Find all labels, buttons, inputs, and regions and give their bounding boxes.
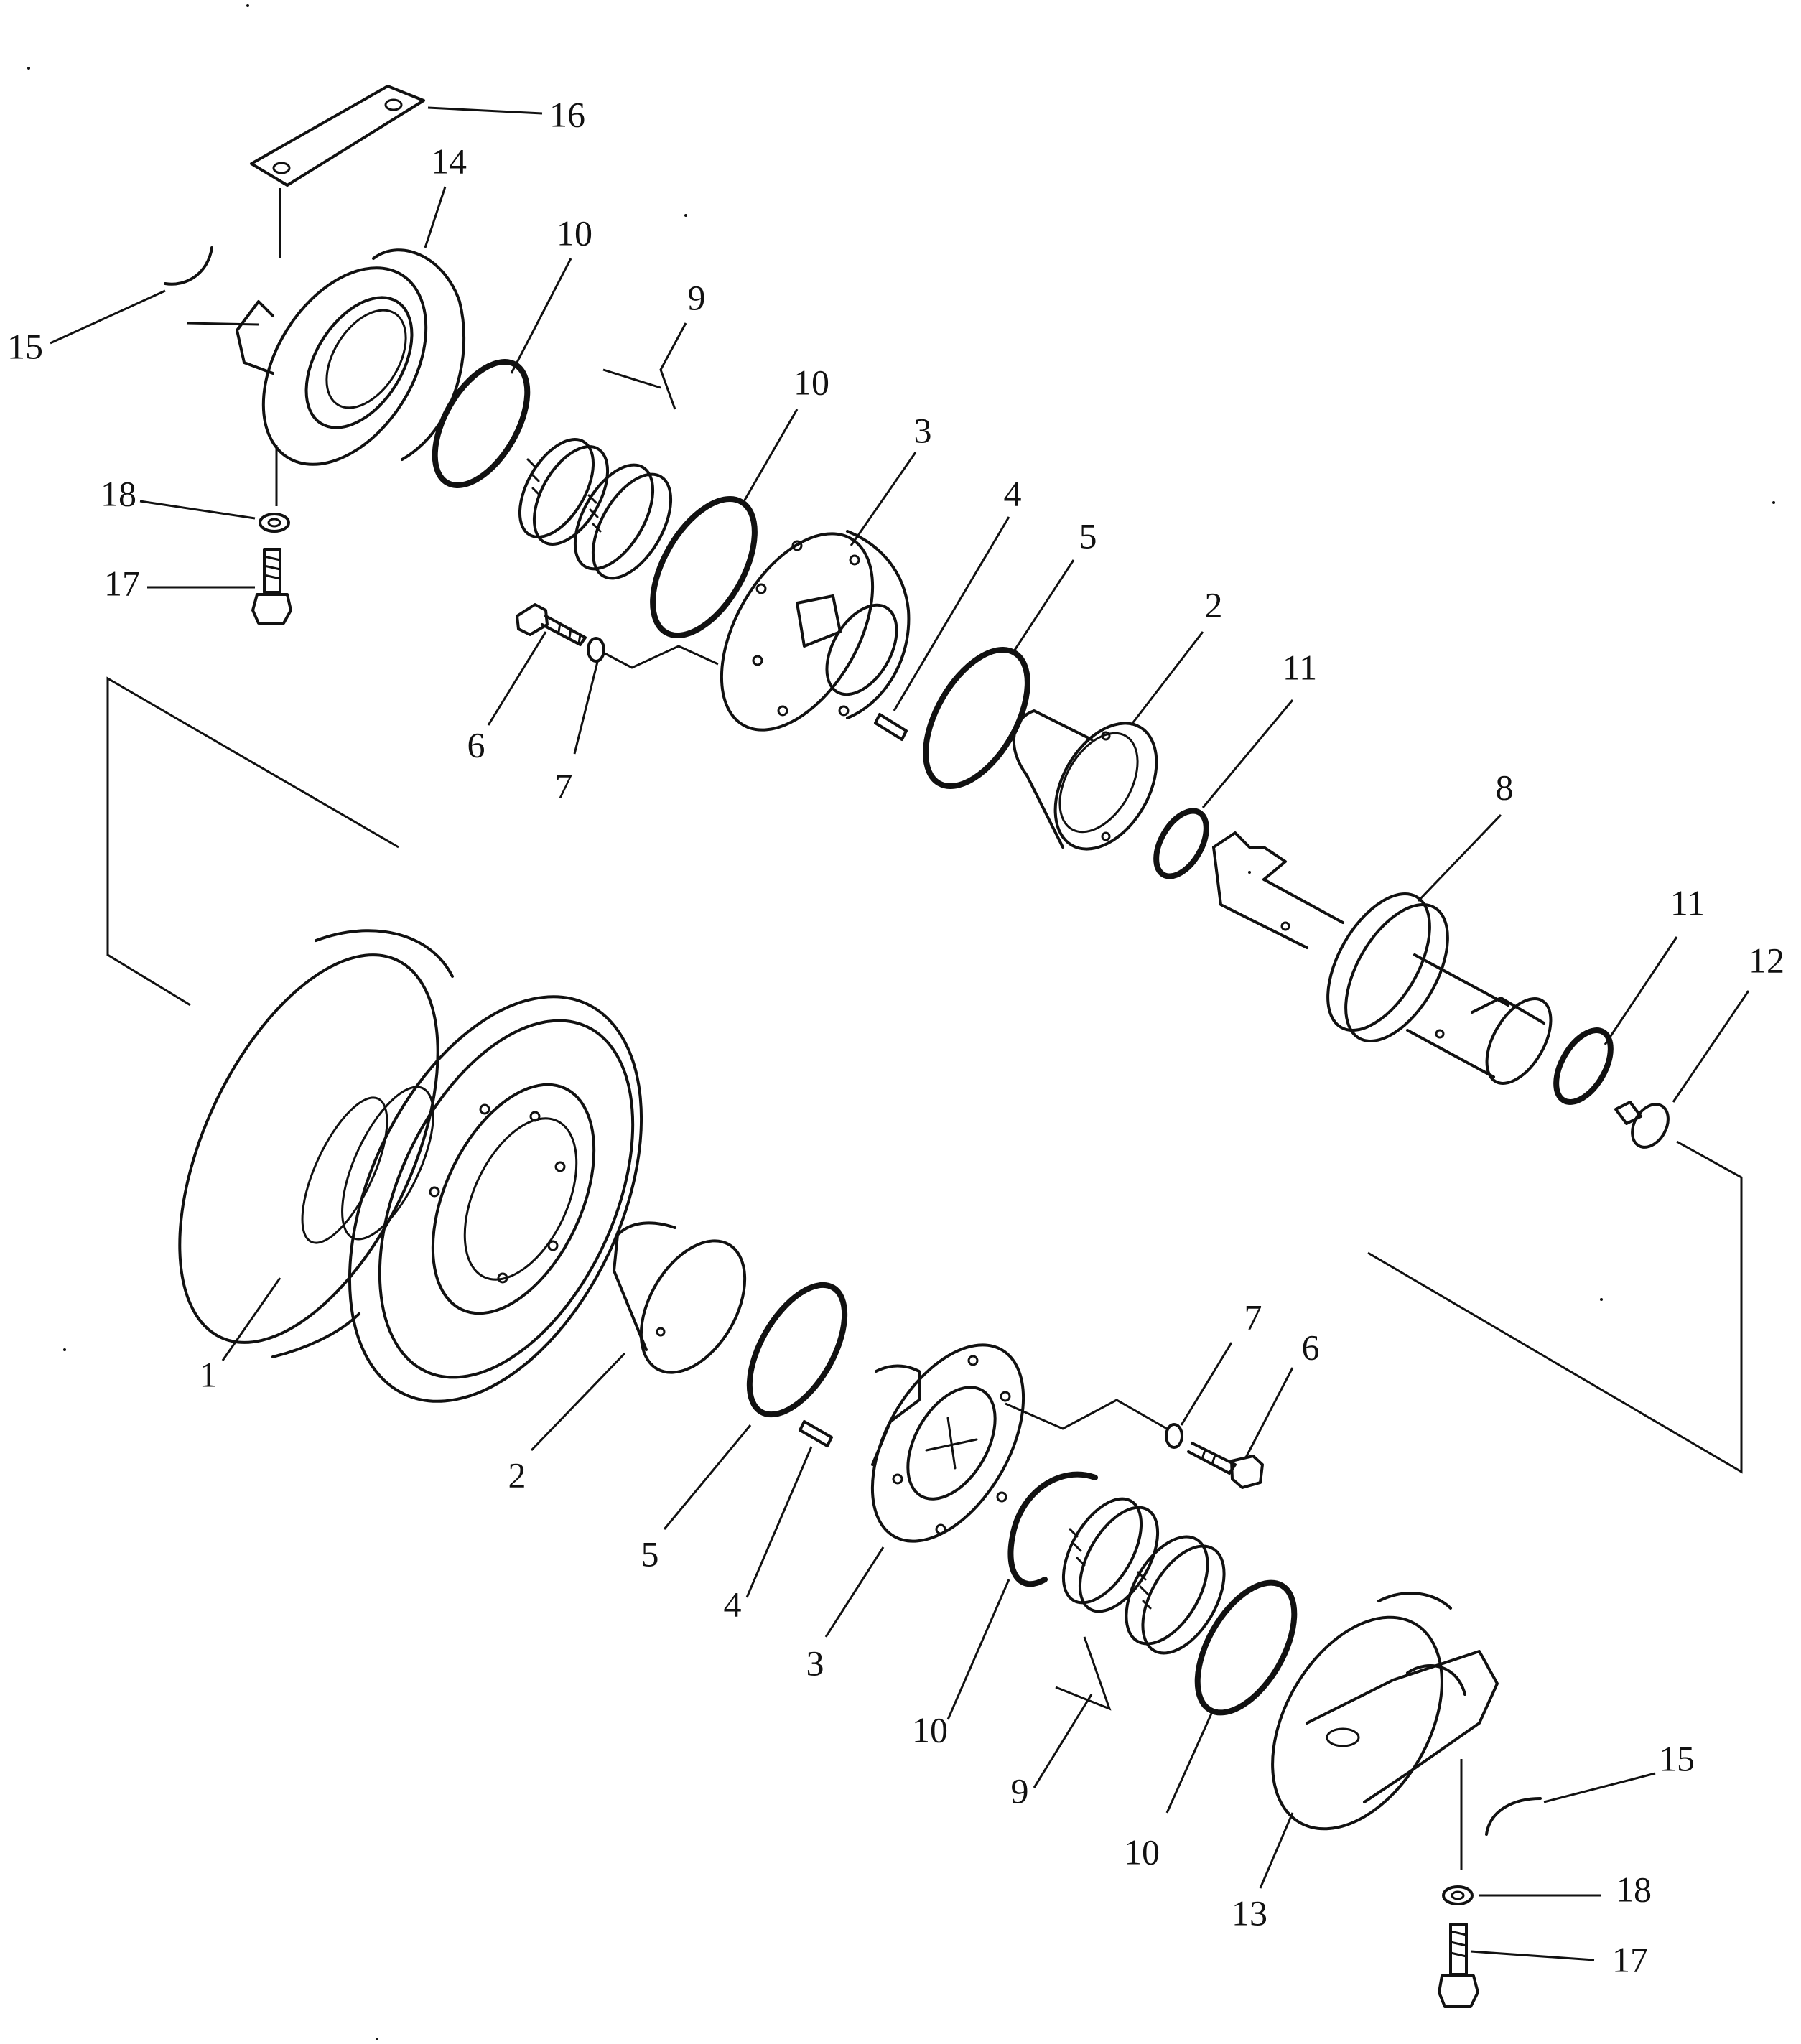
scan-specks [27,4,1775,2040]
callout-6-upper: 6 [467,724,485,765]
callout-9-lower: 9 [1011,1770,1029,1811]
callout-2-lower: 2 [508,1455,526,1495]
callout-10-b: 10 [794,362,829,402]
callout-12: 12 [1749,940,1784,980]
part-10-oring-a [432,359,531,488]
callout-16: 16 [549,94,585,134]
callout-14: 14 [431,141,467,181]
part-10-oring-b [650,496,758,638]
part-14-collar [236,248,465,506]
connector-line-left [106,676,399,1007]
part-1-roller [178,929,643,1403]
callout-10-d: 10 [1124,1831,1160,1872]
callout-15-upper: 15 [7,326,43,366]
callout-5-upper: 5 [1079,515,1097,556]
callout-6-lower: 6 [1302,1327,1320,1367]
part-4-pin-upper [874,713,908,741]
callout-11-upper: 11 [1283,647,1317,687]
part-10-oring-d [1194,1579,1298,1716]
part-6-bolt-upper [516,603,587,646]
part-2-bushing-upper [1012,709,1158,851]
callout-2-upper: 2 [1205,584,1223,625]
callout-7-lower: 7 [1244,1297,1262,1337]
callout-1: 1 [200,1354,218,1394]
callout-9-upper: 9 [688,277,706,317]
callout-10-c: 10 [912,1709,948,1750]
callout-17-upper: 17 [104,563,140,603]
callout-5-lower: 5 [641,1534,659,1574]
connector-line-right [1367,1140,1743,1474]
callout-8: 8 [1496,767,1514,807]
callout-4-lower: 4 [724,1584,742,1624]
part-17-bolt-upper [251,548,292,625]
callout-18-upper: 18 [101,473,136,513]
part-3-housing-lower [870,1343,1025,1543]
callout-11-lower: 11 [1670,882,1705,923]
callout-15-lower: 15 [1659,1738,1695,1778]
callout-7-upper: 7 [555,765,573,806]
callout-10-a: 10 [557,213,592,253]
part-15-clip-upper [164,246,213,286]
part-17-bolt-lower [1438,1923,1479,2008]
part-9-seal-pair-upper [518,438,673,580]
part-18-washer-lower [1442,1885,1474,1905]
part-5-oring-lower [746,1282,848,1418]
part-9-seal-pair-lower [1061,1497,1226,1655]
part-2-bushing-lower [613,1221,747,1374]
part-6-bolt-lower [1187,1442,1264,1489]
part-12-plug [1614,1101,1670,1149]
part-5-oring-upper [923,647,1030,789]
part-13-bracket [1271,1592,1499,1870]
part-15-clip-lower [1485,1797,1542,1836]
callout-13: 13 [1232,1893,1267,1933]
part-7-washer-lower [1165,1423,1183,1449]
leader-lines [50,106,1750,1961]
callout-3-upper: 3 [914,410,932,450]
part-10-oring-c [1007,1471,1098,1587]
callout-4-upper: 4 [1004,473,1022,513]
part-7-washer-upper [587,637,605,663]
callout-3-lower: 3 [806,1643,824,1683]
part-11-oring-small-upper [1153,808,1209,879]
callout-18-lower: 18 [1616,1869,1652,1909]
callout-17-lower: 17 [1612,1939,1648,1979]
part-18-washer-upper [259,513,290,533]
part-4-pin-lower [799,1420,833,1447]
part-16-plate [250,85,425,258]
callout-labels: 16 14 15 10 9 10 3 4 5 2 11 8 11 12 18 1… [7,94,1784,1979]
part-11-oring-small-lower [1553,1027,1614,1105]
part-3-housing-upper [720,530,911,732]
part-8-shaft [1212,831,1553,1085]
